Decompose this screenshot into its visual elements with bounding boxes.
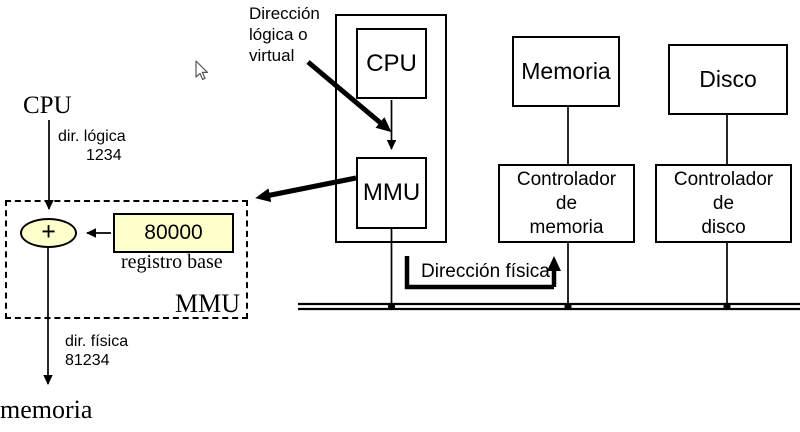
memory-controller-line-1: Controlador [516, 168, 617, 190]
disk-box: Disco [668, 44, 788, 115]
disk-controller-line-3: disco [701, 216, 746, 238]
adder-ellipse: + [20, 218, 77, 248]
logical-address-caption: dir. lógica [58, 128, 126, 145]
memory-controller-box: Controlador de memoria [498, 164, 635, 243]
bus-dot-disk [723, 302, 731, 311]
memory-controller-line-2: de [555, 192, 578, 214]
mouse-cursor-icon [195, 60, 209, 80]
base-register-caption: registro base [121, 251, 223, 273]
bus-junction-dots [387, 302, 731, 311]
disk-controller-line-2: de [712, 192, 735, 214]
disk-box-label: Disco [699, 66, 757, 92]
disk-controller-line-1: Controlador [673, 168, 774, 190]
system-bus [298, 302, 800, 311]
note-line-1: Dirección [249, 4, 320, 23]
memory-controller-label: Controlador de memoria [517, 168, 616, 240]
memory-controller-line-3: memoria [529, 216, 604, 238]
system-cpu-label: CPU [366, 49, 417, 77]
physical-address-caption: dir. física [65, 333, 129, 350]
system-cpu-box: CPU [356, 28, 427, 99]
system-mmu-label: MMU [362, 179, 421, 206]
note-line-3: virtual [249, 46, 295, 65]
left-cpu-label: CPU [23, 92, 72, 119]
note-line-2: lógica o [249, 25, 308, 44]
logical-address-value: 1234 [86, 147, 122, 164]
memory-box: Memoria [512, 36, 620, 107]
adder-plus-symbol: + [41, 216, 56, 246]
disk-controller-box: Controlador de disco [655, 164, 792, 243]
disk-controller-label: Controlador de disco [674, 168, 773, 240]
bus-dot-mmu [387, 302, 396, 311]
memory-target-label: memoria [0, 395, 93, 424]
physical-address-bus-label: Dirección física [421, 261, 550, 282]
memory-box-label: Memoria [521, 58, 611, 84]
bus-dot-memory [564, 302, 572, 311]
mmu-detail-label: MMU [175, 289, 241, 318]
base-register-value: 80000 [144, 221, 203, 244]
base-register-box: 80000 [113, 213, 234, 253]
mmu-detail-box [5, 200, 248, 319]
system-mmu-box: MMU [356, 157, 427, 229]
logical-address-note: Dirección lógica o virtual [249, 3, 320, 66]
physical-address-value: 81234 [65, 352, 110, 369]
